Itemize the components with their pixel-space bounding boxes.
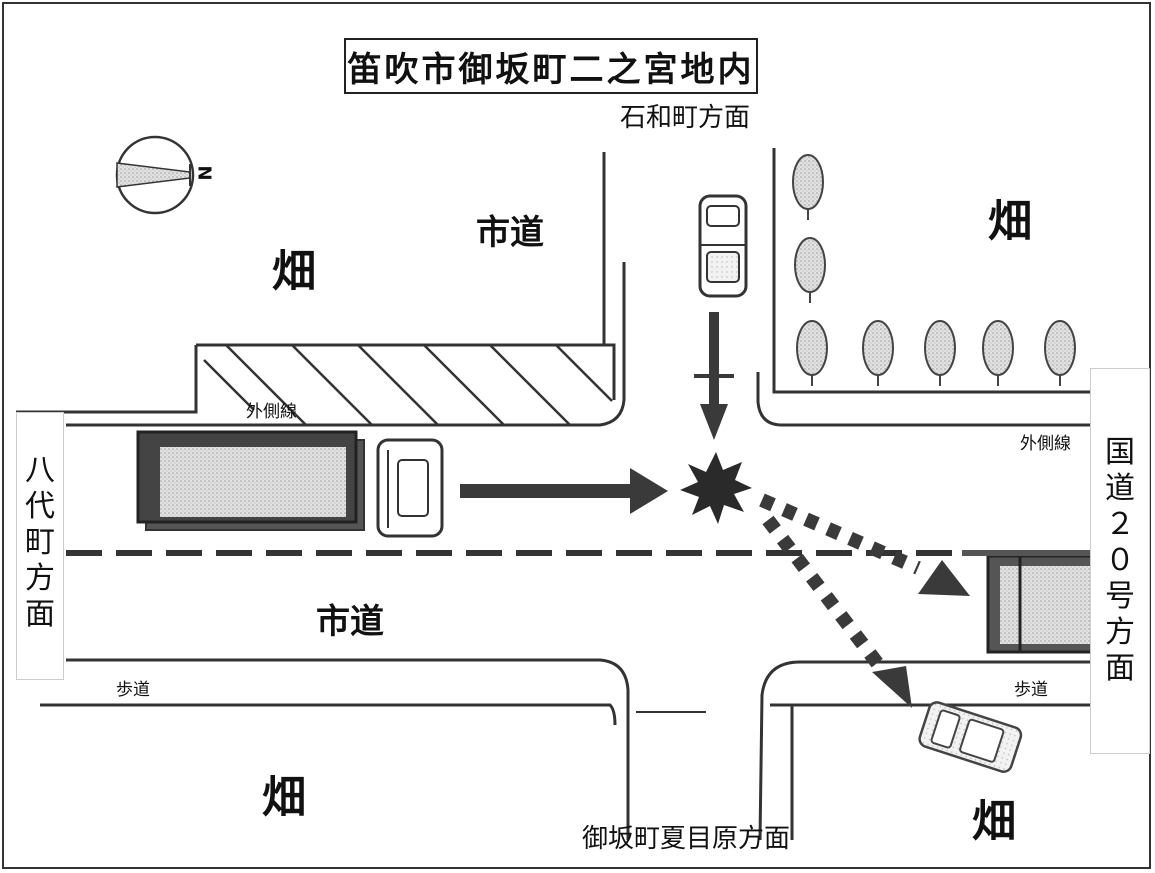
city-road-label-top: 市道 bbox=[476, 213, 544, 253]
field-label-bottom-right: 畑 bbox=[972, 796, 1016, 847]
field-label-bottom-left: 畑 bbox=[262, 772, 306, 823]
road-edge-upper-left-inner bbox=[66, 262, 626, 427]
compass-icon bbox=[115, 135, 195, 215]
direction-left-char: 八 bbox=[25, 453, 55, 488]
hatched-area-edge bbox=[196, 343, 616, 400]
truck-right bbox=[962, 550, 1094, 654]
direction-bottom-label: 御坂町夏目原方面 bbox=[582, 824, 791, 854]
field-label-top-left: 畑 bbox=[272, 246, 316, 297]
direction-left-char: 面 bbox=[25, 597, 55, 632]
direction-right-char: 号 bbox=[1105, 579, 1135, 614]
car-top bbox=[698, 194, 748, 298]
arrow-down bbox=[694, 312, 734, 440]
direction-right-char: 道 bbox=[1105, 471, 1135, 506]
road-edge-lower-left bbox=[66, 658, 630, 840]
dotted-arrow-down-right bbox=[762, 515, 912, 708]
direction-left-char: 町 bbox=[25, 525, 55, 560]
hatched-area bbox=[203, 344, 613, 426]
collision-icon bbox=[680, 452, 752, 524]
truck bbox=[136, 430, 444, 538]
direction-right-char: 方 bbox=[1105, 615, 1135, 650]
direction-right-char: 国 bbox=[1105, 435, 1135, 470]
vertical-road-right-outer bbox=[772, 148, 1090, 394]
outer-line-label-right: 外側線 bbox=[1020, 434, 1071, 454]
map-title: 笛吹市御坂町二之宮地内 bbox=[347, 49, 755, 90]
direction-left-char: 代 bbox=[25, 489, 55, 524]
sidewalk-label-right: 歩道 bbox=[1014, 680, 1048, 700]
dotted-arrow-right bbox=[759, 493, 970, 596]
field-label-top-right: 畑 bbox=[988, 196, 1032, 247]
direction-left-box: 八代町方面 bbox=[16, 412, 64, 680]
direction-right-char: ０ bbox=[1105, 543, 1135, 578]
city-road-label-bottom: 市道 bbox=[316, 602, 384, 642]
car-bottom-right bbox=[918, 701, 1023, 773]
north-label: N bbox=[193, 165, 215, 181]
vertical-road-right-inner bbox=[756, 372, 1090, 427]
direction-left-char: 方 bbox=[25, 561, 55, 596]
title-box: 笛吹市御坂町二之宮地内 bbox=[344, 38, 758, 94]
trees bbox=[792, 154, 1076, 386]
road-edge-lower-right bbox=[758, 660, 1090, 841]
direction-right-char: ２ bbox=[1105, 507, 1135, 542]
outer-line-label-left: 外側線 bbox=[246, 402, 297, 422]
road-edge-upper-left bbox=[16, 345, 198, 414]
direction-top-label: 石和町方面 bbox=[620, 103, 751, 133]
sidewalk-label-left: 歩道 bbox=[116, 680, 150, 700]
sidewalk-line-left bbox=[40, 703, 617, 726]
arrow-right bbox=[460, 468, 668, 514]
direction-right-char: 面 bbox=[1105, 651, 1135, 686]
